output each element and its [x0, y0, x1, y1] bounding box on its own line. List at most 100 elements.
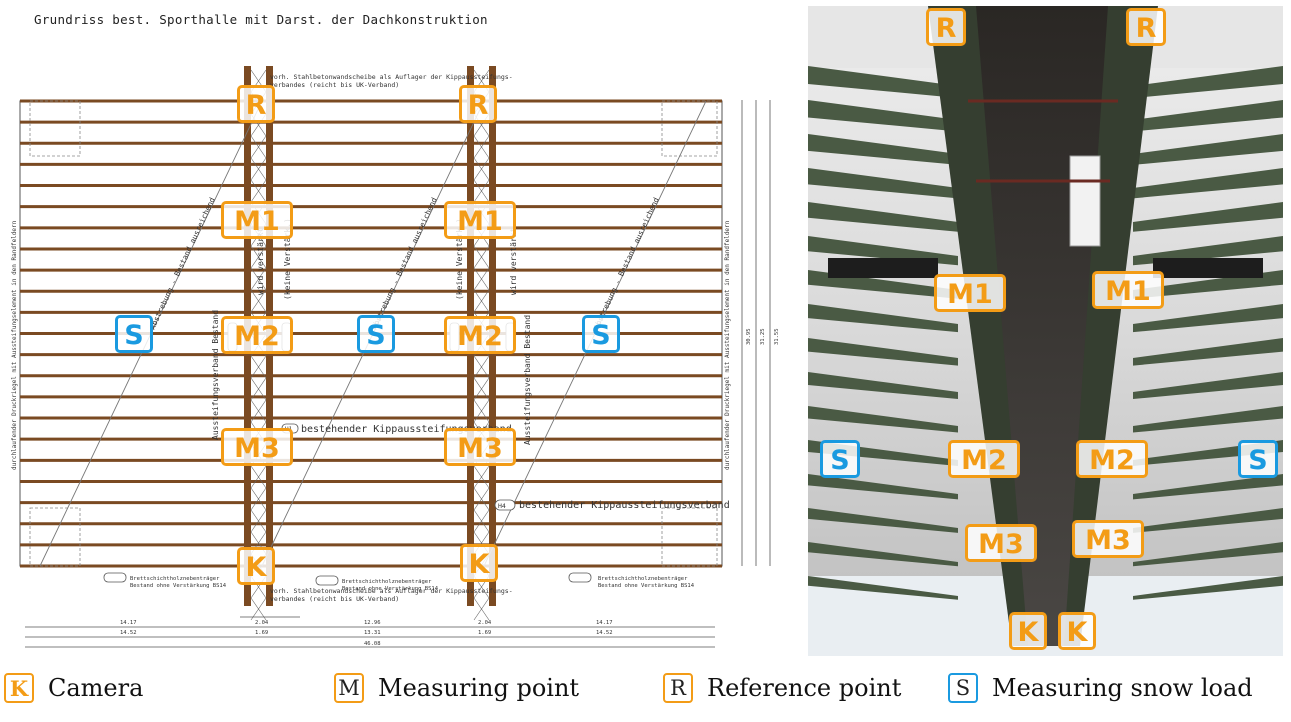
girder-bracing	[473, 289, 490, 313]
legend-label-camera: Camera	[48, 674, 144, 702]
dim-right-2: 31.25	[760, 328, 766, 345]
dim-2-5: 14.52	[596, 630, 613, 636]
photo-marker-m2-left: M2	[948, 440, 1020, 478]
roof-cross-beam	[1133, 134, 1283, 165]
girder-bracing	[250, 135, 267, 159]
girder-bracing	[250, 355, 267, 379]
note-top-2: verbandes (reicht bis UK-Verband)	[270, 81, 399, 89]
legend-label-measuring-point: Measuring point	[378, 674, 580, 702]
girder-bracing	[250, 465, 267, 489]
plan-marker-m3-right: M3	[444, 428, 516, 466]
plan-marker-m3-left: M3	[221, 428, 293, 466]
legend-label-snow-load: Measuring snow load	[992, 674, 1253, 702]
roof-cross-beam	[1133, 542, 1283, 567]
roof-cross-beam	[1133, 474, 1283, 500]
plan-marker-r-left: R	[237, 85, 275, 123]
photo-marker-k-left: K	[1009, 612, 1047, 650]
roof-cross-beam	[1133, 406, 1283, 433]
girder-bracing	[473, 509, 490, 533]
secondary-beams	[20, 99, 722, 568]
girder-bracing	[473, 465, 490, 489]
dim-2-2: 1.69	[255, 630, 268, 636]
girder-bracing	[473, 179, 490, 203]
plan-marker-m1-right: M1	[444, 201, 516, 239]
diag-label-4: wird verstärkt	[256, 227, 265, 295]
h1-text: bestehender Kippaussteifungsverband	[301, 424, 512, 435]
dim-1-3: 12.96	[364, 620, 381, 626]
roof-cross-beam	[808, 168, 958, 199]
photo-svg	[808, 6, 1283, 656]
girder-bracing	[473, 487, 490, 511]
photo-marker-r-right: R	[1126, 8, 1166, 46]
roof-cross-beam	[808, 406, 958, 433]
floor-plan-drawing: Grundriss best. Sporthalle mit Darst. de…	[11, 12, 780, 648]
beam-note-mid: Brettschichtholznebenträger	[342, 579, 432, 585]
plan-marker-s-1: S	[115, 315, 153, 353]
girder-bracing	[250, 597, 267, 621]
roof-cross-beam	[808, 304, 958, 333]
dim-1-1: 14.17	[120, 620, 137, 626]
photo-marker-m1-right: M1	[1092, 271, 1164, 309]
dim-1-4: 2.04	[478, 620, 492, 626]
girder-bracing	[473, 267, 490, 291]
roof-cross-beam	[1133, 338, 1283, 366]
plan-title: Grundriss best. Sporthalle mit Darst. de…	[34, 12, 488, 27]
legend-measuring-point: M Measuring point	[334, 668, 579, 708]
girder-bracing	[250, 267, 267, 291]
legend-key-snow-load: S	[948, 673, 978, 703]
note-top: vorh. Stahlbetonwandscheibe als Auflager…	[270, 73, 513, 81]
dim-right-3: 31.55	[774, 328, 780, 345]
girder-bracing	[473, 355, 490, 379]
photo-marker-m2-right: M2	[1076, 440, 1148, 478]
beam-note-right-2: Bestand ohne Verstärkung BS14	[598, 583, 695, 589]
legend-key-measuring-point: M	[334, 673, 364, 703]
h4-label: H4	[498, 502, 506, 510]
legend-reference-point: R Reference point	[663, 668, 901, 708]
plan-marker-s-2: S	[357, 315, 395, 353]
roof-cross-beam	[808, 66, 958, 98]
diag-label-7: wird verstärkt	[509, 227, 518, 295]
roof-cross-beam	[808, 100, 958, 132]
girder-bracing	[250, 245, 267, 269]
roof-cross-beam	[1133, 168, 1283, 199]
girder-bracing	[473, 597, 490, 621]
photo-marker-s-left: S	[820, 440, 860, 478]
girder-bracing	[250, 157, 267, 181]
girder-bracing	[473, 377, 490, 401]
photo-marker-r-left: R	[926, 8, 966, 46]
diag-label-2: Abstrebung - Bestand ausreichend	[370, 196, 439, 331]
side-note-left: durchlaufender Druckriegel mit Aussteifu…	[11, 220, 18, 470]
girder-bracing	[473, 245, 490, 269]
roof-cross-beam	[1133, 304, 1283, 333]
diag-label-1: Abstrebung - Bestand ausreichend	[148, 196, 217, 331]
beam-note-right: Brettschichtholznebenträger	[598, 576, 688, 582]
beam-note-mid-2: Bestand ohne Verstärkung BS14	[342, 586, 439, 592]
roof-cross-beam	[1133, 100, 1283, 132]
plan-marker-r-right: R	[459, 85, 497, 123]
roof-cross-beam	[808, 338, 958, 366]
roof-cross-beam	[1133, 508, 1283, 533]
diag-label-8: Aussteifungsverband Bestand	[211, 310, 220, 440]
girder-bracing	[250, 509, 267, 533]
beam-note-left-2: Bestand ohne Verstärkung BS14	[130, 583, 227, 589]
roof-cross-beam	[1133, 576, 1283, 600]
legend-key-reference-point: R	[663, 673, 693, 703]
diag-label-3: Abstrebung - Bestand ausreichend	[592, 196, 661, 331]
roof-cross-beam	[808, 576, 958, 600]
girder-bracing	[250, 289, 267, 313]
dim-1-5: 14.17	[596, 620, 613, 626]
note-bottom-2: verbandes (reicht bis UK-Verband)	[270, 595, 399, 603]
side-note-right: durchlaufender Druckriegel mit Aussteifu…	[724, 220, 731, 470]
diag-label-9: Aussteifungsverband Bestand	[523, 315, 532, 445]
photo-marker-m3-right: M3	[1072, 520, 1144, 558]
h4-text: bestehender Kippaussteifungsverband	[519, 500, 730, 511]
girder-bracing	[473, 157, 490, 181]
roof-cross-beam	[808, 202, 958, 232]
plan-marker-k-right: K	[460, 544, 498, 582]
diag-label-5: (keine Verstärk.)	[283, 218, 292, 300]
legend-key-camera: K	[4, 673, 34, 703]
photo-marker-m1-left: M1	[934, 274, 1006, 312]
girder-bracing	[250, 487, 267, 511]
girder-bracing	[250, 377, 267, 401]
roof-cross-beam	[808, 542, 958, 567]
